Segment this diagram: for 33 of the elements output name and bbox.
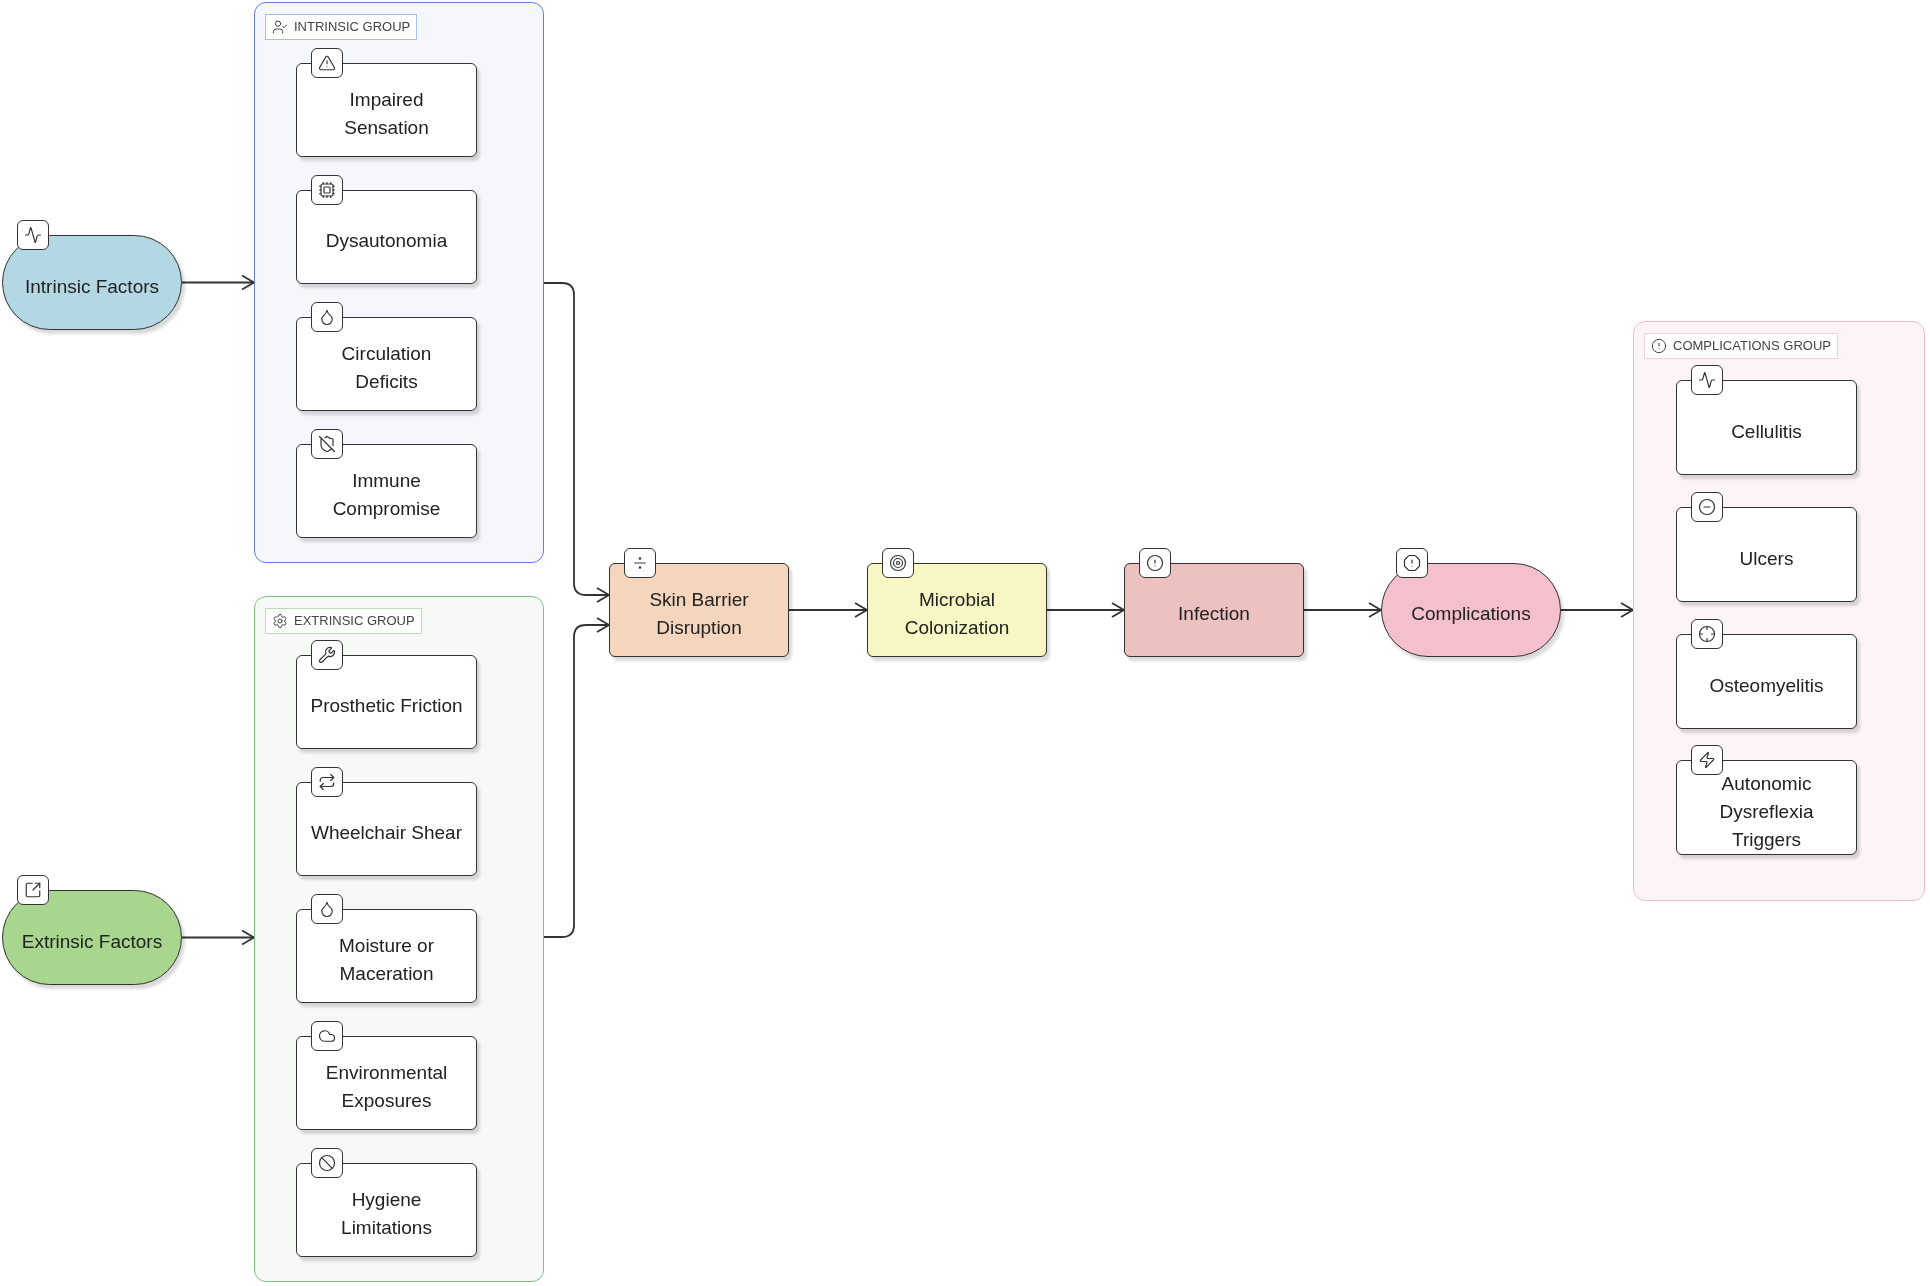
group-container	[254, 596, 544, 1282]
node-label: Skin Barrier Disruption	[648, 588, 750, 640]
node-label: Intrinsic Factors	[24, 274, 160, 299]
arrow	[1303, 602, 1382, 618]
node-label: Complications	[1411, 602, 1531, 626]
node-label: Prosthetic Friction	[310, 694, 463, 718]
arrow	[788, 602, 868, 618]
node-label: Circulation Deficits	[340, 342, 433, 394]
node-label: Wheelchair Shear	[311, 821, 462, 845]
arrow	[181, 929, 255, 946]
arrow	[181, 274, 255, 291]
node-label: Osteomyelitis	[1709, 673, 1824, 698]
node-label: Infection	[1178, 602, 1250, 626]
node-label: Moisture or Maceration	[338, 934, 435, 986]
node-label: Dysautonomia	[325, 229, 448, 253]
node-label: Microbial Colonization	[903, 588, 1011, 640]
node-label: Extrinsic Factors	[21, 929, 163, 954]
arrow	[543, 617, 610, 938]
node-label: Cellulitis	[1731, 419, 1802, 444]
group-heading: INTRINSIC GROUP	[294, 18, 411, 37]
arrow	[543, 282, 610, 603]
group-container	[1633, 321, 1925, 901]
node-label: Immune Compromise	[331, 469, 442, 521]
node-label: Impaired Sensation	[343, 88, 430, 140]
arrow	[1046, 602, 1125, 618]
node-label: Hygiene Limitations	[340, 1188, 433, 1240]
node-label: Ulcers	[1739, 546, 1794, 571]
node-label: Environmental Exposures	[324, 1061, 449, 1113]
group-container	[254, 2, 544, 563]
group-heading: EXTRINSIC GROUP	[294, 612, 415, 631]
arrow	[1560, 602, 1634, 618]
group-heading: COMPLICATIONS GROUP	[1673, 337, 1831, 356]
node-label: Autonomic Dysreflexia Triggers	[1718, 771, 1815, 852]
